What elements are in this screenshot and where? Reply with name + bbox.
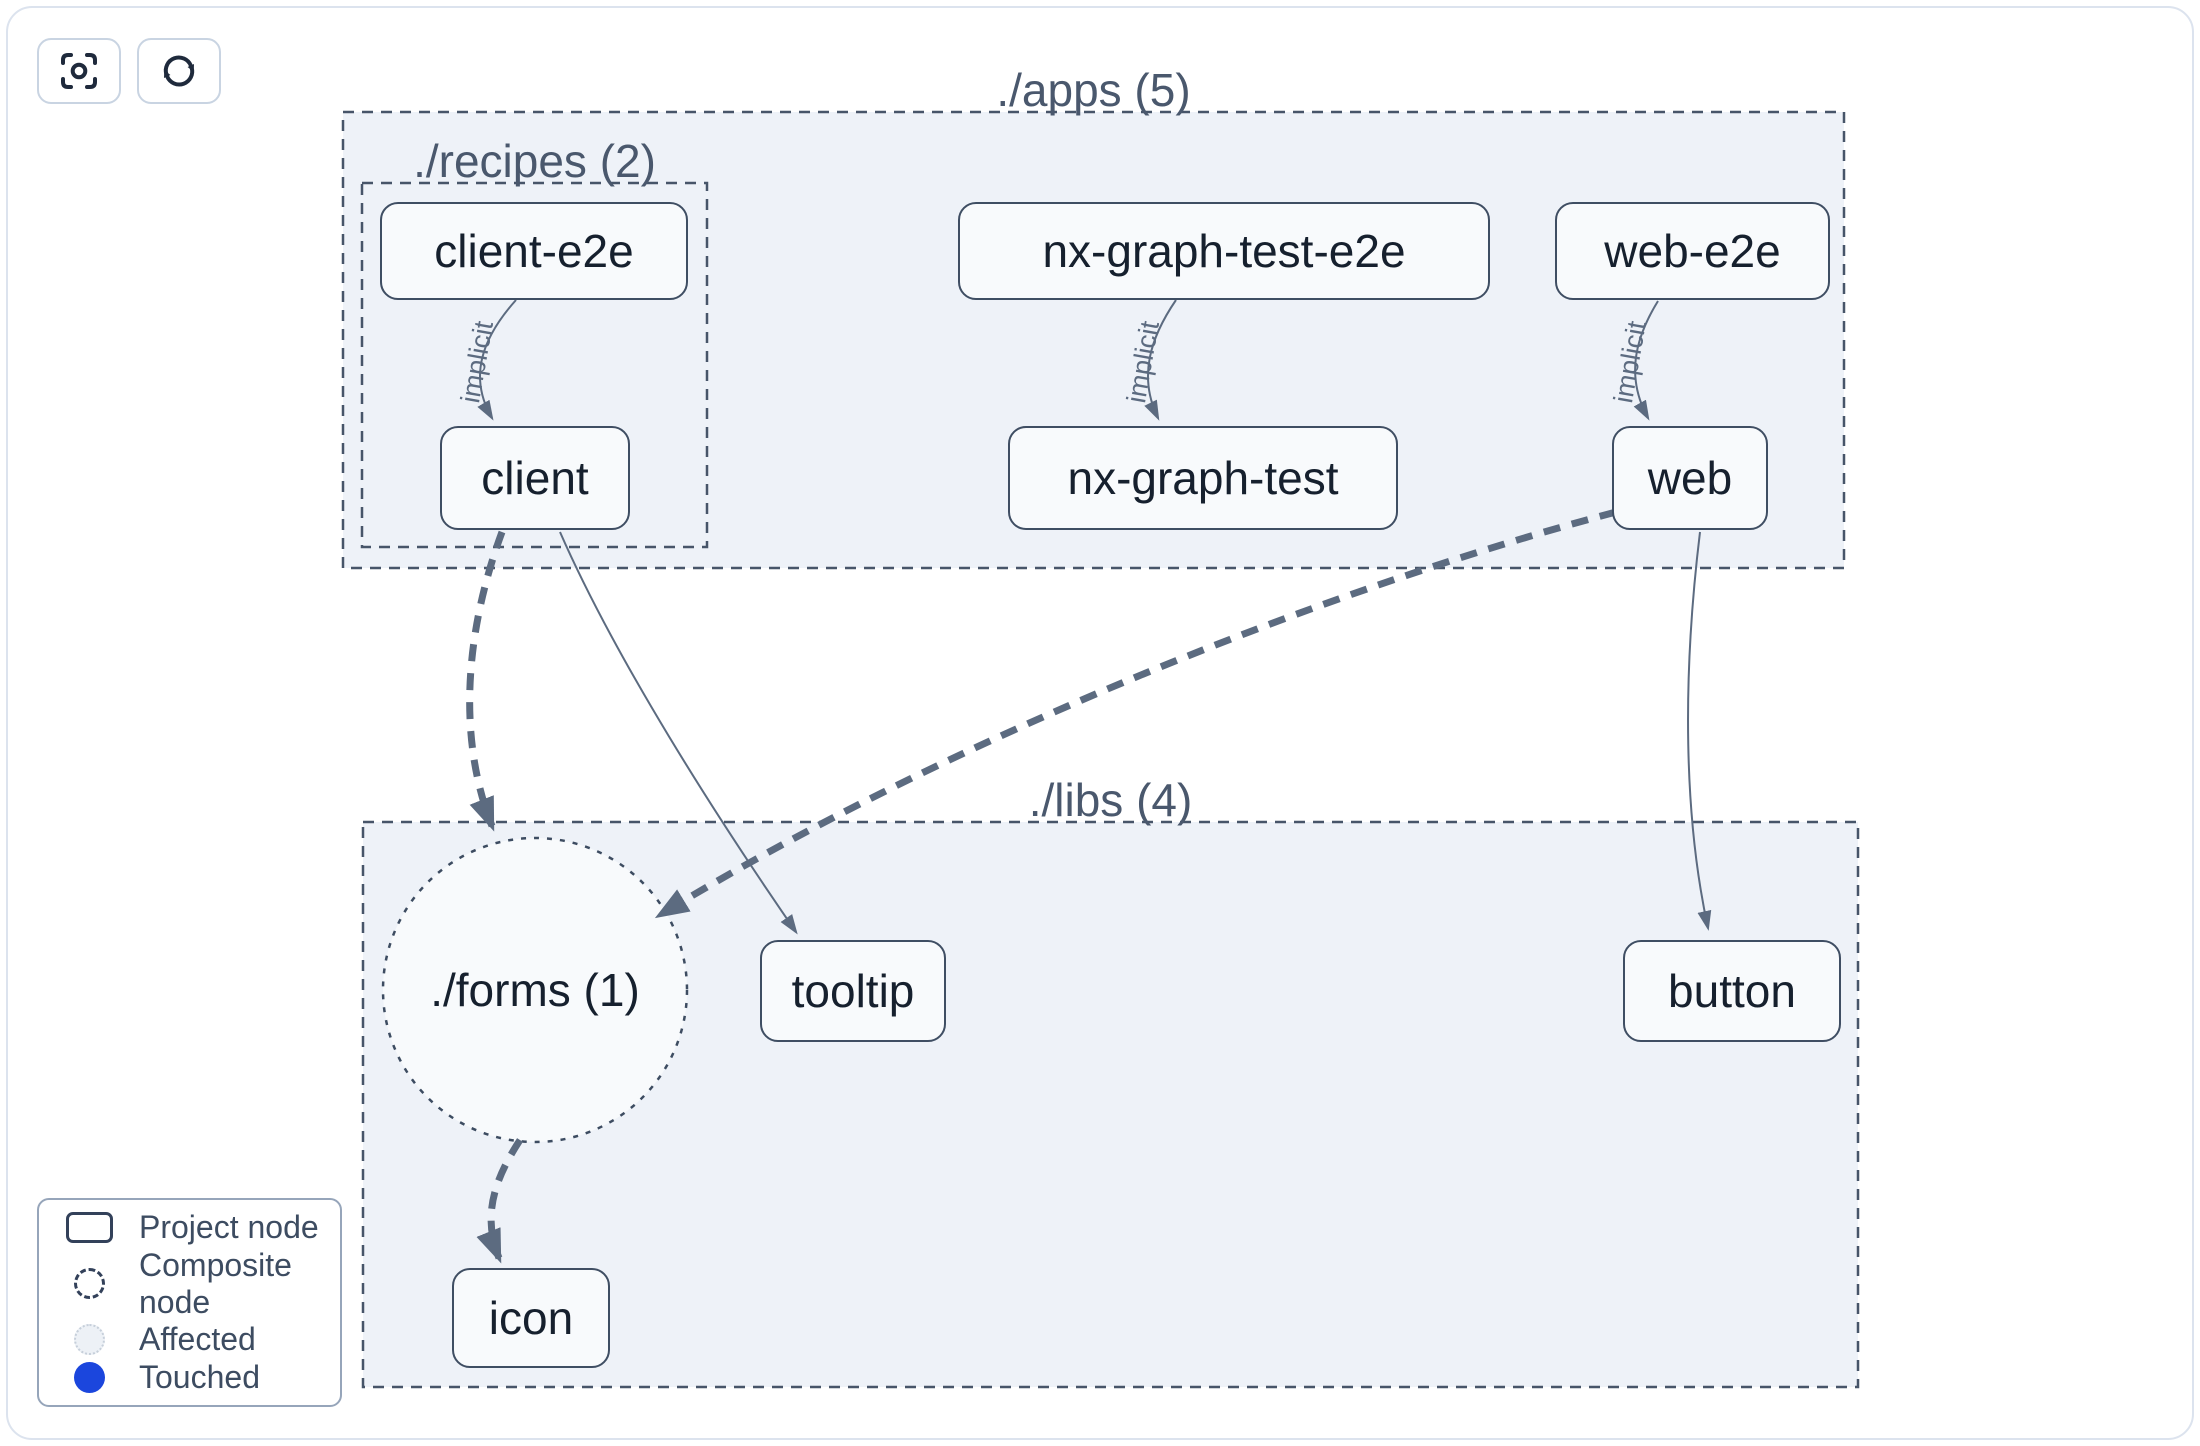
edge-client-e2e-to-client [477,299,517,421]
legend-row-affected: Affected [39,1321,340,1358]
edge-web-e2e-to-web [1633,300,1659,421]
legend-label: Affected [139,1321,256,1358]
legend-row-project: Project node [39,1209,340,1246]
project-node-swatch [65,1211,113,1243]
legend-label: Touched [139,1359,260,1396]
touched-swatch [73,1362,105,1394]
group-container-recipes [360,181,709,549]
legend-label: Composite node [139,1246,292,1320]
legend-label: Project node [139,1208,319,1245]
refresh-button[interactable] [137,38,221,104]
composite-node-forms[interactable] [381,836,689,1144]
focus-icon [61,53,97,89]
legend-row-composite: Composite node [39,1247,340,1321]
affected-swatch [73,1324,105,1356]
zoom-to-fit-button[interactable] [37,38,121,104]
refresh-icon [163,55,195,87]
edge-nx-graph-test-e2e-to-nx-graph-test [1144,299,1177,421]
edge-web-to-button [1687,531,1712,931]
legend-row-touched: Touched [39,1359,340,1396]
edge-web-to-forms [654,508,1617,919]
edge-client-to-tooltip [559,531,798,935]
legend: Project node Composite node Affected Tou… [37,1198,342,1407]
edge-client-to-forms [466,530,506,832]
edge-forms-to-icon [476,1138,523,1264]
composite-node-swatch [73,1268,105,1300]
